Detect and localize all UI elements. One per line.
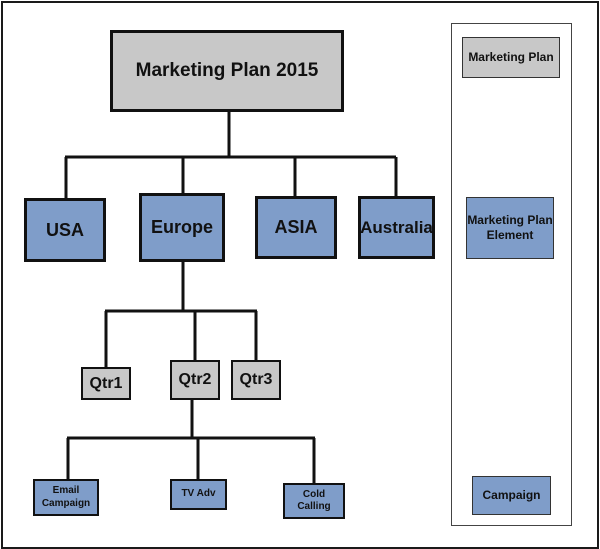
legend-marketing-plan-element: Marketing Plan Element xyxy=(466,197,554,259)
campaign-node-coldcalling: Cold Calling xyxy=(283,483,345,519)
region-node-asia: ASIA xyxy=(255,196,337,259)
legend-panel xyxy=(451,23,572,526)
region-node-australia: Australia xyxy=(358,196,435,259)
legend-marketing-plan: Marketing Plan xyxy=(462,37,560,78)
legend-campaign: Campaign xyxy=(472,476,551,515)
quarter-node-qtr3: Qtr3 xyxy=(231,360,281,400)
region-node-usa: USA xyxy=(24,198,106,262)
region-node-europe: Europe xyxy=(139,193,225,262)
quarter-node-qtr1: Qtr1 xyxy=(81,367,131,400)
quarter-node-qtr2: Qtr2 xyxy=(170,360,220,400)
campaign-node-email: Email Campaign xyxy=(33,479,99,516)
root-node: Marketing Plan 2015 xyxy=(110,30,344,112)
campaign-node-tvadv: TV Adv xyxy=(170,479,227,510)
